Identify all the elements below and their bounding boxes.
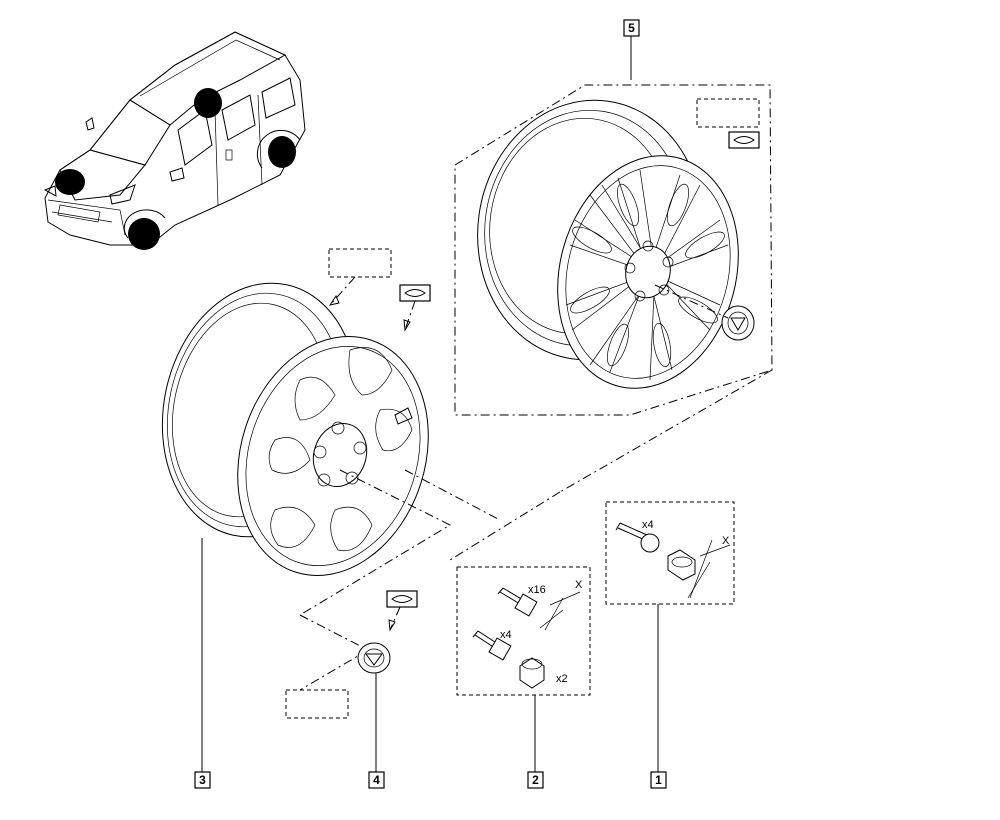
dimension-x-group1: X [722, 535, 730, 547]
hubcap-icon [285, 590, 418, 772]
svg-text:1: 1 [655, 773, 662, 787]
qty-bolts-x16: x16 [528, 584, 546, 596]
wheel-bolt-icon [497, 587, 538, 617]
dimension-x-group2: X [575, 579, 583, 591]
callout-5[interactable]: 5 [623, 19, 640, 37]
svg-text:4: 4 [373, 773, 380, 787]
callout-1[interactable]: 1 [650, 771, 667, 789]
qty-bolts-x4: x4 [642, 519, 654, 531]
fastener-group-1: x4 X [605, 501, 735, 772]
locking-bolt-icon [472, 630, 512, 661]
qty-locking-bolts-x4: x4 [500, 629, 512, 641]
svg-text:3: 3 [199, 773, 206, 787]
callout-2[interactable]: 2 [527, 771, 544, 789]
wheel-nut-icon [667, 549, 696, 581]
wheel-bolt-icon [615, 522, 660, 553]
fastener-group-2: x16 X x4 x2 [456, 566, 591, 772]
svg-text:5: 5 [628, 21, 635, 35]
callout-4[interactable]: 4 [368, 771, 385, 789]
alloy-wheel-icon [477, 99, 755, 389]
qty-locking-nuts-x2: x2 [556, 673, 568, 685]
svg-text:2: 2 [532, 773, 539, 787]
locking-nut-icon [519, 657, 545, 689]
vehicle-icon [43, 31, 306, 250]
callout-3[interactable]: 3 [194, 771, 211, 789]
label-marker-icon [728, 131, 760, 149]
steel-wheel-icon [161, 248, 501, 772]
